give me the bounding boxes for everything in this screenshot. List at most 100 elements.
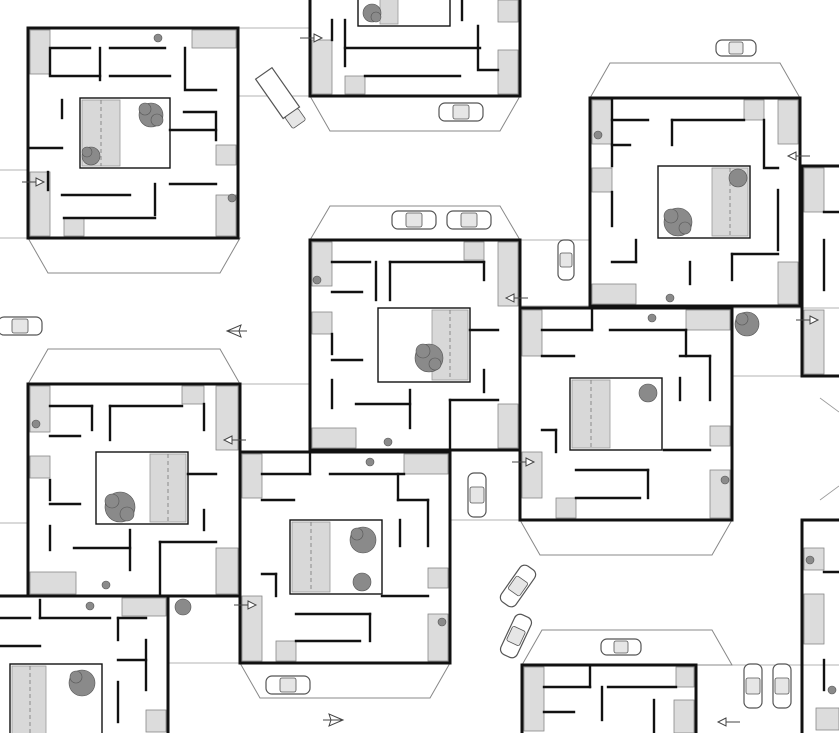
- parking-bay: [344, 75, 366, 95]
- parking-bay: [311, 39, 333, 95]
- interior-wall: [476, 24, 500, 72]
- car: [446, 210, 492, 230]
- tree: [414, 343, 444, 373]
- car: [743, 663, 763, 709]
- tree: [437, 617, 447, 627]
- court-paving: [11, 665, 47, 733]
- parking-bay: [591, 283, 637, 305]
- tree: [638, 383, 658, 403]
- tree: [805, 555, 815, 565]
- tree: [728, 168, 748, 188]
- tree: [734, 311, 760, 337]
- outer-wall: [800, 518, 839, 733]
- parking-bay: [181, 385, 205, 405]
- entry-arrow-icon: [300, 33, 324, 43]
- tree: [383, 437, 393, 447]
- tree: [174, 598, 192, 616]
- parking-bay: [29, 171, 51, 237]
- car: [467, 472, 487, 518]
- outer-wall: [520, 663, 698, 733]
- street-line: [819, 485, 839, 501]
- tree: [81, 146, 101, 166]
- parking-bay: [121, 597, 167, 617]
- trees: [31, 3, 837, 697]
- parking-bay: [427, 567, 449, 589]
- car: [499, 564, 537, 608]
- outer-wall: [588, 96, 802, 308]
- direction-marker-icon: [323, 713, 345, 727]
- entry-arrows: [22, 33, 820, 727]
- cars: [0, 39, 792, 709]
- parking-bay: [777, 261, 799, 305]
- parking-bay: [311, 241, 333, 287]
- parking-bay: [145, 709, 167, 733]
- tree: [365, 457, 375, 467]
- interior-wall: [183, 46, 218, 92]
- tree: [665, 293, 675, 303]
- entry-arrow-icon: [504, 293, 528, 303]
- parking-bay: [521, 309, 543, 357]
- parking-bay: [497, 403, 519, 449]
- tree: [68, 669, 96, 697]
- tree: [720, 475, 730, 485]
- parking-bay: [497, 0, 519, 23]
- tree: [153, 33, 163, 43]
- tree: [593, 130, 603, 140]
- parking-bay: [673, 699, 695, 733]
- parking-bay: [803, 593, 825, 645]
- parking-bay: [685, 309, 731, 331]
- housing-unit-c: [588, 96, 802, 308]
- parking-bay: [403, 453, 449, 475]
- parking-bay: [497, 49, 519, 95]
- parking-bay: [803, 167, 825, 213]
- housing-unit-k: [800, 518, 839, 733]
- interior-wall: [762, 118, 780, 170]
- housing-unit-g: [26, 382, 242, 598]
- tree: [138, 102, 164, 128]
- car: [391, 210, 437, 230]
- parking-bay: [241, 453, 263, 499]
- parking-bay: [215, 547, 239, 595]
- parking-pad: [519, 519, 733, 556]
- parking-bay: [591, 167, 613, 193]
- tree: [227, 193, 237, 203]
- housing-unit-a: [26, 26, 240, 240]
- parking-bay: [241, 595, 263, 662]
- parking-bay: [743, 99, 765, 121]
- housing-unit-i: [0, 594, 170, 733]
- car: [715, 39, 757, 57]
- housing-unit-f: [518, 306, 734, 522]
- entry-arrow-icon: [512, 457, 536, 467]
- interior-wall: [48, 46, 92, 76]
- tree: [85, 601, 95, 611]
- car: [557, 239, 575, 281]
- housing-unit-d: [800, 164, 839, 378]
- tree: [352, 572, 372, 592]
- parking-bay: [675, 666, 695, 688]
- entry-arrow-icon: [796, 315, 820, 325]
- parking-bay: [29, 29, 51, 75]
- parking-bay: [463, 241, 485, 261]
- entry-arrow-icon: [222, 435, 246, 445]
- tree: [647, 313, 657, 323]
- entry-arrow-icon: [716, 717, 740, 727]
- parking-bay: [555, 497, 577, 519]
- car: [0, 316, 43, 336]
- tree: [349, 526, 377, 554]
- parking-bay: [311, 311, 333, 335]
- car: [772, 663, 792, 709]
- truck: [254, 66, 306, 129]
- outer-wall: [0, 594, 170, 733]
- car: [265, 675, 311, 695]
- outer-wall: [800, 164, 839, 378]
- entry-arrow-icon: [234, 600, 258, 610]
- outer-wall: [238, 450, 452, 665]
- parking-bay: [521, 451, 543, 499]
- parking-pad: [589, 62, 801, 99]
- parking-bay: [29, 455, 51, 479]
- parking-pad: [27, 237, 241, 274]
- car: [438, 102, 484, 122]
- parking-bay: [215, 385, 239, 451]
- tree: [104, 491, 136, 523]
